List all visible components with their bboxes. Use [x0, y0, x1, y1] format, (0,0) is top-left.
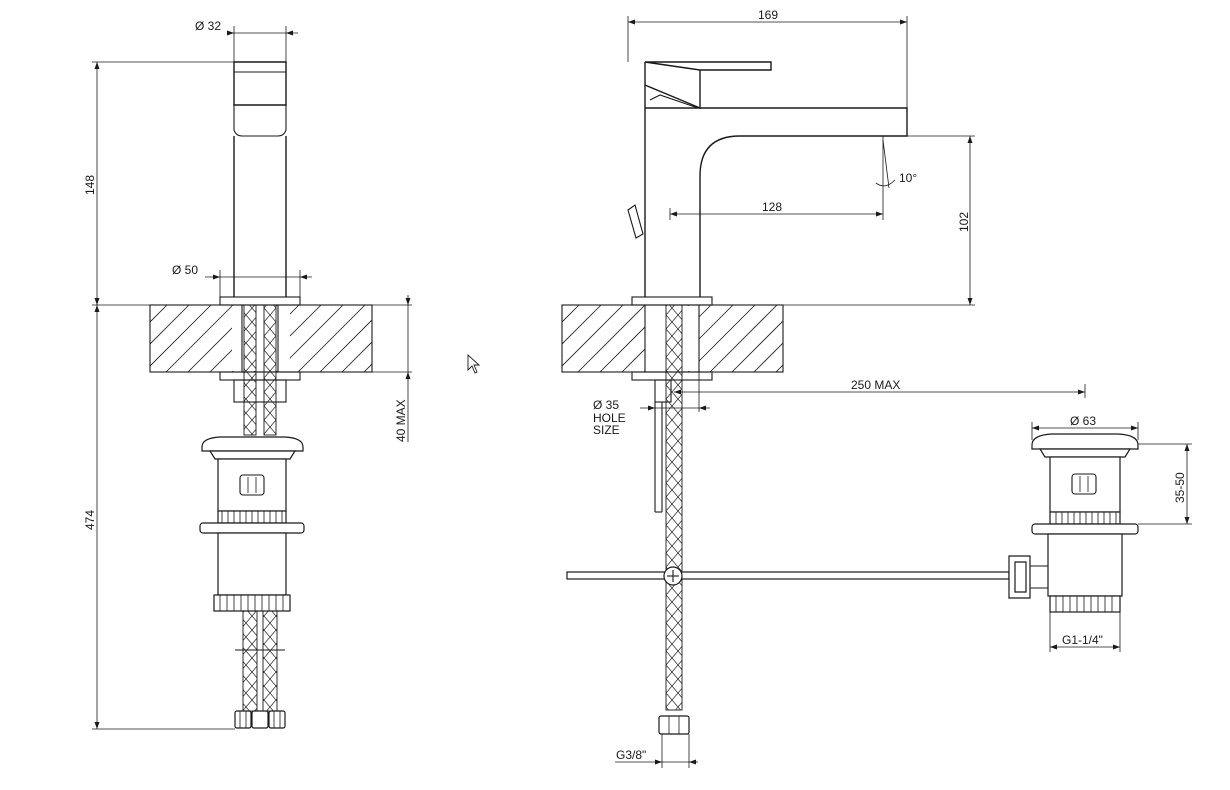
dim-spout-angle: 10°: [899, 171, 917, 185]
waste-assembly-front: [199, 436, 305, 729]
dim-diameter-base: Ø 50: [172, 263, 198, 277]
dim-spout-reach: 128: [762, 200, 782, 214]
front-dimensions: Ø 32 Ø 50 148 474 40 MAX: [83, 19, 412, 730]
dim-waste-diameter: Ø 63: [1070, 414, 1096, 428]
dim-hole-label-2: SIZE: [593, 423, 620, 437]
waste-assembly-side: [1008, 433, 1139, 613]
dim-spout-height: 102: [957, 212, 971, 232]
dim-hole-diameter: Ø 35: [593, 398, 619, 412]
dim-waste-thread: G1-1/4": [1062, 633, 1103, 647]
dim-overall-length: 169: [758, 8, 778, 22]
side-dimensions: 169 128 10° 102 Ø 35: [593, 8, 1086, 768]
front-view: Ø 32 Ø 50 148 474 40 MAX: [83, 19, 412, 730]
dim-rod-length: 250 MAX: [851, 378, 900, 392]
mouse-pointer-icon: [467, 353, 481, 374]
dim-inlet-thread: G3/8": [616, 748, 646, 762]
waste-view: Ø 63 35-50 G1-1/4": [1008, 414, 1192, 652]
under-counter-side: [631, 304, 713, 735]
waste-dimensions: Ø 63 35-50 G1-1/4": [1031, 414, 1192, 652]
dim-height-total: 474: [83, 510, 97, 530]
dim-waste-height: 35-50: [1173, 472, 1187, 503]
side-view: 169 128 10° 102 Ø 35: [561, 8, 1086, 768]
faucet-body-side: [627, 61, 908, 306]
faucet-body-front: [219, 61, 301, 306]
dim-hole-label-1: HOLE: [593, 411, 626, 425]
dim-height-body: 148: [83, 175, 97, 195]
dim-deck-thickness: 40 MAX: [394, 399, 408, 442]
dim-diameter-top: Ø 32: [195, 19, 221, 33]
under-counter-front: [219, 304, 301, 436]
popup-rod: [566, 566, 1010, 586]
